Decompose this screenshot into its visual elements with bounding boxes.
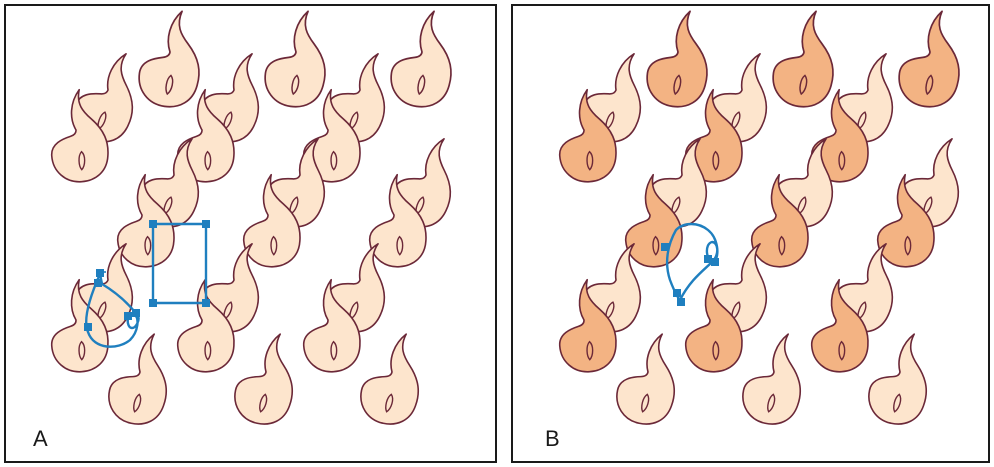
- anchor-point-handle[interactable]: [124, 312, 132, 320]
- panel-a-label: A: [33, 426, 48, 451]
- bounding-box-handle[interactable]: [149, 299, 157, 307]
- bounding-box-handle[interactable]: [149, 220, 157, 228]
- anchor-point-handle[interactable]: [96, 269, 104, 277]
- anchor-point-handle[interactable]: [94, 279, 102, 287]
- anchor-point-handle[interactable]: [661, 243, 669, 251]
- anchor-point-handle[interactable]: [711, 258, 719, 266]
- panel-b: B: [512, 5, 989, 462]
- anchor-point-handle[interactable]: [673, 289, 681, 297]
- anchor-point-handle[interactable]: [704, 255, 712, 263]
- bounding-box-handle[interactable]: [202, 220, 210, 228]
- anchor-point-handle[interactable]: [677, 298, 685, 306]
- panel-a: A: [5, 5, 496, 462]
- anchor-point-handle[interactable]: [84, 323, 92, 331]
- bounding-box-handle[interactable]: [202, 299, 210, 307]
- panel-b-label: B: [545, 426, 560, 451]
- anchor-point-handle[interactable]: [132, 309, 140, 317]
